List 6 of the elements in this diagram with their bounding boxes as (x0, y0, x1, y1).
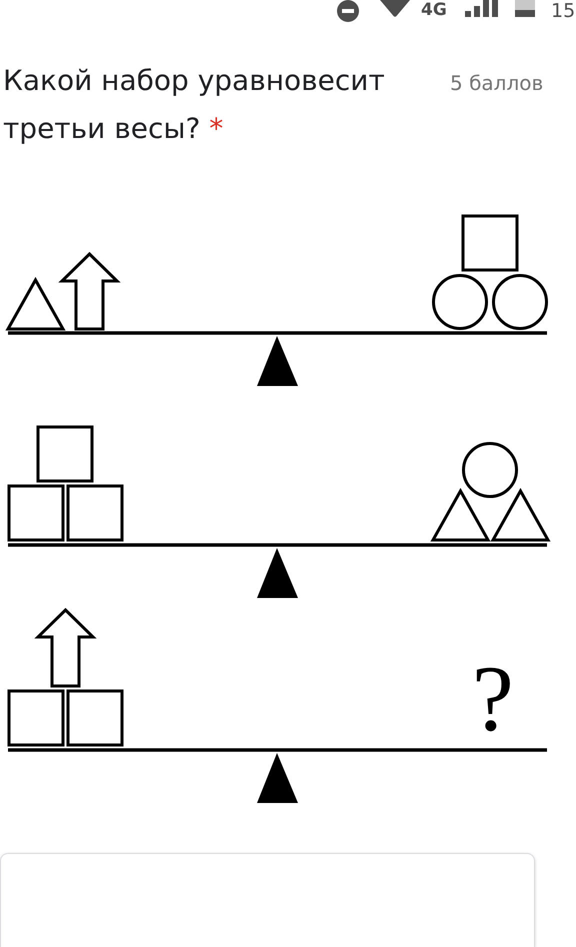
question-title: Какой набор уравновесит третьи весы? * (3, 63, 386, 147)
question-card (0, 853, 535, 947)
status-time: 15 (551, 0, 576, 23)
network-type-label: 4G (421, 0, 447, 20)
question-mark: ? (472, 652, 514, 746)
points-label: 5 баллов (450, 71, 544, 95)
